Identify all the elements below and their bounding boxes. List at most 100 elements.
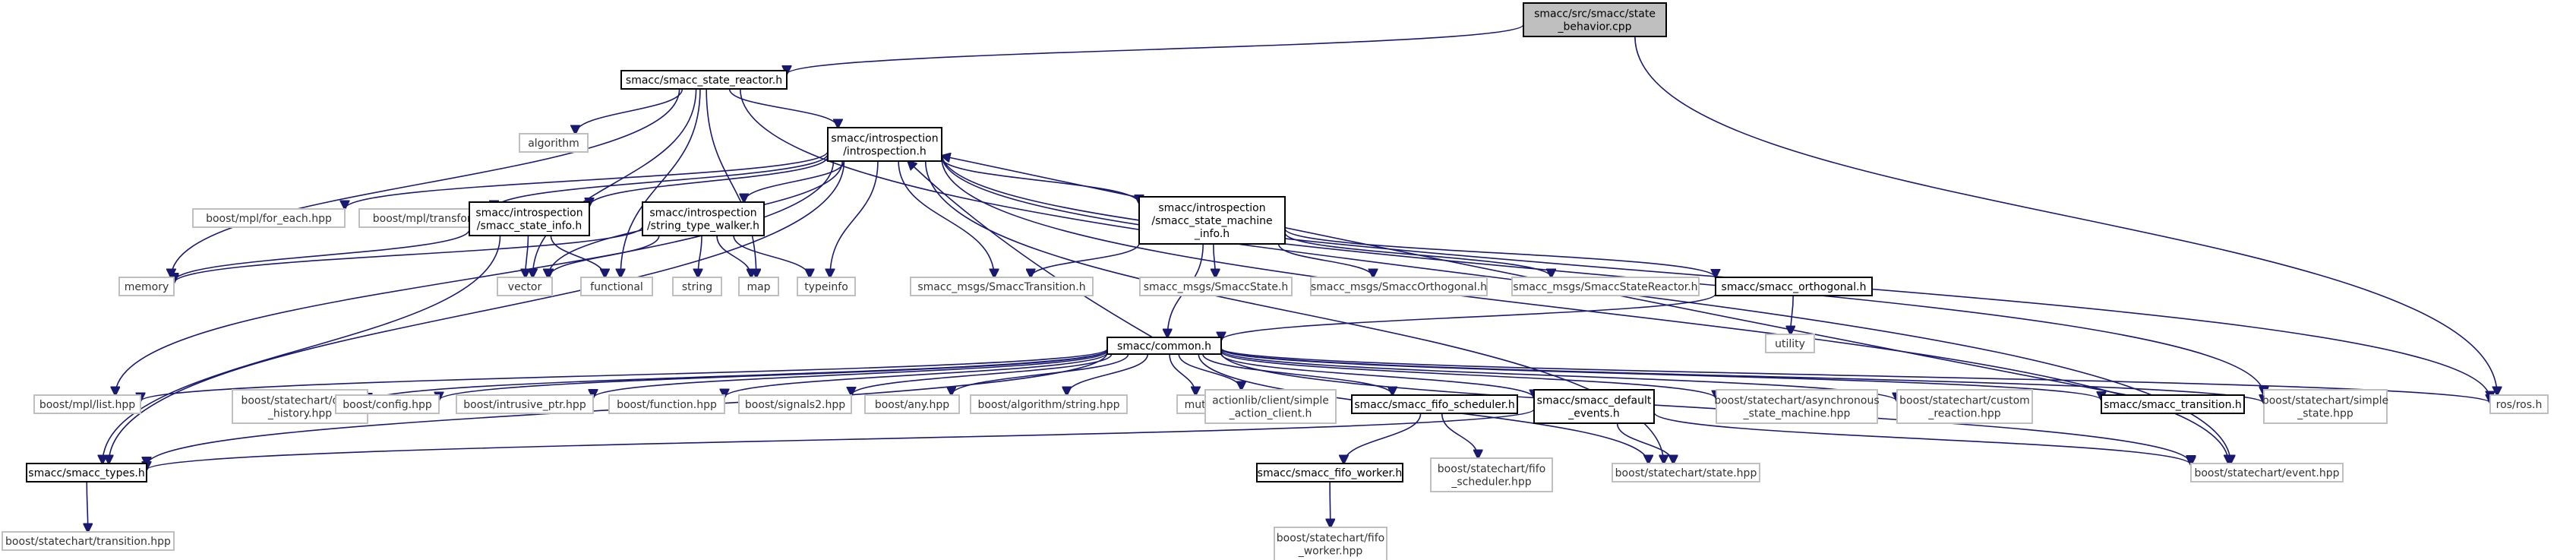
node-label-function-line-0: boost/function.hpp xyxy=(617,399,717,411)
node-box-algorithm xyxy=(519,133,589,153)
node-box-state_reactor xyxy=(620,70,788,90)
node-smacc_types[interactable]: smacc/smacc_types.h xyxy=(26,463,147,482)
node-box-utility xyxy=(1765,334,1815,353)
node-label-state_reactor-line-0: smacc/smacc_state_reactor.h xyxy=(626,74,782,87)
edge-state_info-to-memory xyxy=(174,229,470,282)
node-box-introspection xyxy=(827,127,942,162)
edge-introspection-to-sm_info xyxy=(941,157,1139,203)
node-msg_state: smacc_msgs/SmaccState.h xyxy=(1139,277,1293,296)
node-smacc_orthogonal[interactable]: smacc/smacc_orthogonal.h xyxy=(1715,277,1873,296)
edge-common-to-any xyxy=(952,353,1129,395)
node-smacc_transition[interactable]: smacc/smacc_transition.h xyxy=(2101,394,2245,414)
node-string: string xyxy=(672,277,722,296)
node-common[interactable]: smacc/common.h xyxy=(1106,337,1222,355)
node-label-signals2-line-0: boost/signals2.hpp xyxy=(745,399,845,411)
node-algorithm: algorithm xyxy=(519,133,589,153)
edge-type_walker-to-string xyxy=(698,235,702,277)
node-box-mpl_for_each xyxy=(192,208,346,228)
edge-fifo_scheduler-to-fifo_worker xyxy=(1343,413,1422,464)
node-alg_string: boost/algorithm/string.hpp xyxy=(970,394,1128,414)
node-label-root-line-1: _behavior.cpp xyxy=(1557,21,1631,33)
node-introspection[interactable]: smacc/introspection/introspection.h xyxy=(827,127,942,162)
node-label-deep_history-line-0: boost/statechart/deep xyxy=(241,395,358,407)
node-root: smacc/src/smacc/state_behavior.cpp xyxy=(1523,2,1667,37)
node-box-signals2 xyxy=(738,394,852,414)
edge-type_walker-to-typeinfo xyxy=(733,235,810,277)
edge-introspection-to-ros xyxy=(941,153,2490,400)
node-intrusive_ptr: boost/intrusive_ptr.hpp xyxy=(456,394,594,414)
node-box-functional xyxy=(580,277,653,296)
node-box-custom_reaction xyxy=(1896,389,2033,424)
edge-common-to-mpl_list xyxy=(140,348,1108,401)
node-utility: utility xyxy=(1765,334,1815,353)
node-msg_state_reactor: smacc_msgs/SmaccStateReactor.h xyxy=(1511,277,1700,296)
node-box-map xyxy=(738,277,779,296)
node-label-sm_info-line-1: /smacc_state_machine xyxy=(1151,215,1272,227)
node-sm_info[interactable]: smacc/introspection/smacc_state_machine_… xyxy=(1138,196,1286,245)
node-label-smacc_types-line-0: smacc/smacc_types.h xyxy=(28,467,144,479)
edge-state_info-to-smacc_types xyxy=(103,235,501,464)
node-label-mpl_for_each-line-0: boost/mpl/for_each.hpp xyxy=(206,213,332,225)
node-label-sm_info-line-2: _info.h xyxy=(1194,228,1230,240)
node-label-algorithm-line-0: algorithm xyxy=(528,138,579,150)
node-box-fifo_sched_hpp xyxy=(1430,457,1553,492)
node-box-vector xyxy=(497,277,553,296)
edge-introspection-to-msg_transition xyxy=(898,160,994,277)
node-fifo_worker[interactable]: smacc/smacc_fifo_worker.h xyxy=(1256,463,1403,482)
node-label-fifo_worker-line-0: smacc/smacc_fifo_worker.h xyxy=(1258,467,1403,479)
edge-sm_info-to-msg_orthogonal xyxy=(1277,243,1373,277)
node-box-transition_hpp xyxy=(2,531,175,551)
node-box-string xyxy=(672,277,722,296)
node-type_walker[interactable]: smacc/introspection/string_type_walker.h xyxy=(642,201,765,236)
node-config: boost/config.hpp xyxy=(335,394,440,414)
edge-common-to-mutex xyxy=(1169,353,1195,395)
node-label-type_walker-line-0: smacc/introspection xyxy=(649,207,756,220)
node-fifo_worker_hpp: boost/statechart/fifo_worker.hpp xyxy=(1274,527,1387,560)
node-label-smacc_transition-line-0: smacc/smacc_transition.h xyxy=(2104,399,2242,411)
node-label-ros-line-0: ros/ros.h xyxy=(2496,399,2543,411)
node-typeinfo: typeinfo xyxy=(797,277,856,296)
edge-state_info-to-functional xyxy=(550,235,605,277)
edge-smacc_orthogonal-to-common xyxy=(1221,293,1716,340)
edge-state_reactor-to-vector xyxy=(532,88,697,277)
edge-type_walker-to-vector xyxy=(549,235,660,277)
node-fifo_scheduler[interactable]: smacc/smacc_fifo_scheduler.h xyxy=(1351,394,1518,414)
node-state_info[interactable]: smacc/introspection/smacc_state_info.h xyxy=(469,201,590,236)
edge-introspection-to-mpl_list xyxy=(115,160,835,395)
edge-introspection-to-mpl_for_each xyxy=(345,150,829,209)
node-msg_transition: smacc_msgs/SmaccTransition.h xyxy=(910,277,1094,296)
node-box-state_hpp xyxy=(1612,463,1760,482)
node-vector: vector xyxy=(497,277,553,296)
node-label-msg_state-line-0: smacc_msgs/SmaccState.h xyxy=(1144,281,1289,293)
edge-common-to-event_hpp xyxy=(1220,352,2191,464)
node-box-simple_state xyxy=(2263,389,2388,424)
edge-common-to-default_events xyxy=(1220,353,1534,398)
edge-state_reactor-to-algorithm xyxy=(576,88,683,134)
edge-root-to-state_reactor xyxy=(787,24,1524,74)
node-state_reactor[interactable]: smacc/smacc_state_reactor.h xyxy=(620,70,788,90)
node-memory: memory xyxy=(118,277,175,296)
node-label-fifo_worker_hpp-line-0: boost/statechart/fifo xyxy=(1277,533,1384,545)
node-box-alg_string xyxy=(970,394,1128,414)
node-default_events[interactable]: smacc/smacc_default_events.h xyxy=(1533,389,1655,424)
node-label-state_info-line-1: /smacc_state_info.h xyxy=(477,220,582,233)
node-ros: ros/ros.h xyxy=(2489,394,2549,414)
node-label-config-line-0: boost/config.hpp xyxy=(343,399,432,411)
node-box-typeinfo xyxy=(797,277,856,296)
node-label-typeinfo-line-0: typeinfo xyxy=(804,281,848,293)
node-label-utility-line-0: utility xyxy=(1775,338,1805,350)
node-map: map xyxy=(738,277,779,296)
edge-fifo_scheduler-to-fifo_sched_hpp xyxy=(1441,413,1479,458)
node-label-vector-line-0: vector xyxy=(508,281,542,293)
node-label-smacc_orthogonal-line-0: smacc/smacc_orthogonal.h xyxy=(1722,281,1867,293)
node-label-memory-line-0: memory xyxy=(125,281,169,293)
node-box-fifo_worker_hpp xyxy=(1274,527,1387,560)
node-msg_orthogonal: smacc_msgs/SmaccOrthogonal.h xyxy=(1310,277,1488,296)
node-label-action_client-line-1: _action_client.h xyxy=(1229,408,1312,420)
node-label-mpl_list-line-0: boost/mpl/list.hpp xyxy=(39,399,135,411)
node-box-fifo_scheduler xyxy=(1351,394,1518,414)
node-box-common xyxy=(1106,337,1222,355)
edge-common-to-async_sm xyxy=(1220,350,1716,399)
edge-state_reactor-to-map xyxy=(706,88,756,277)
edge-common-to-alg_string xyxy=(1067,353,1149,395)
